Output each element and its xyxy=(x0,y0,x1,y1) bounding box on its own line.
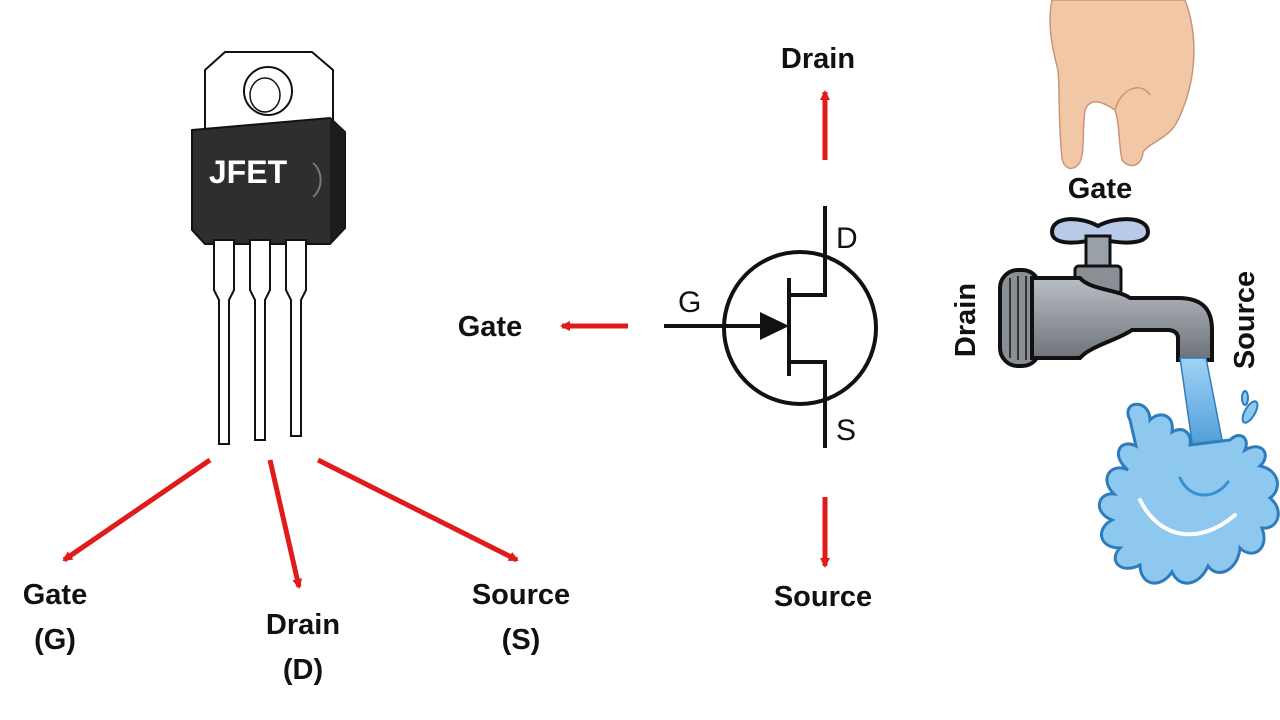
gate-arrow xyxy=(62,457,212,563)
drain-lead xyxy=(789,206,827,297)
package-legs xyxy=(213,239,307,445)
symbol-source-label: Source xyxy=(774,581,872,613)
gate-arrowhead-icon xyxy=(760,312,789,340)
package-arrows xyxy=(62,457,519,589)
symbol-pin-g: G xyxy=(678,286,701,319)
source-lead xyxy=(789,360,827,448)
pin-source-name: Source xyxy=(472,579,570,611)
jfet-symbol xyxy=(664,206,878,448)
water-tap-analogy xyxy=(998,0,1280,585)
pin-drain-name: Drain xyxy=(266,609,340,641)
analogy-source-label: Source xyxy=(1229,271,1261,369)
analogy-drain-label: Drain xyxy=(950,283,982,357)
symbol-arrows xyxy=(560,90,830,568)
source-arrow xyxy=(316,457,519,563)
analogy-gate-label: Gate xyxy=(1068,173,1132,205)
package-label: JFET xyxy=(209,154,288,190)
symbol-drain-label: Drain xyxy=(781,43,855,75)
hand-icon xyxy=(1049,0,1195,170)
water-splash-icon xyxy=(1098,402,1280,585)
symbol-gate-label: Gate xyxy=(458,311,522,343)
pin-gate-abbr: (G) xyxy=(34,624,76,656)
tap-handle-icon xyxy=(1049,217,1151,296)
pin-gate-name: Gate xyxy=(23,579,87,611)
symbol-pin-d: D xyxy=(836,222,858,255)
jfet-package: JFET xyxy=(191,51,346,445)
mounting-hole-icon xyxy=(243,66,293,116)
pin-drain-abbr: (D) xyxy=(283,654,323,686)
pin-source-abbr: (S) xyxy=(502,624,541,656)
tap-body-icon xyxy=(1030,276,1214,362)
symbol-pin-s: S xyxy=(836,414,856,447)
drain-arrow xyxy=(267,459,303,589)
